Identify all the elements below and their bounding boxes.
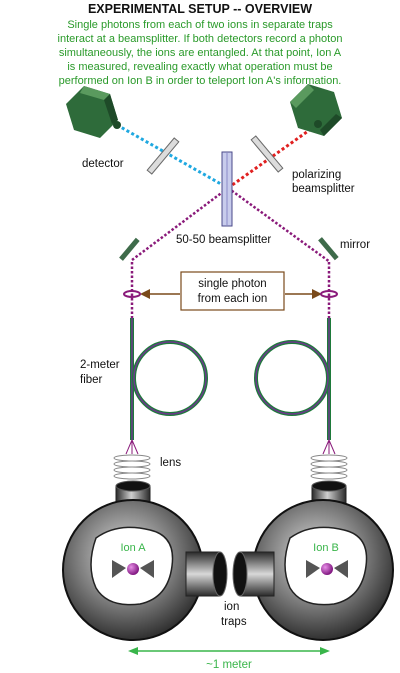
right-light-cone xyxy=(322,439,336,455)
fifty-fifty-label: 50-50 beamsplitter xyxy=(176,234,271,246)
ion-a-label: Ion A xyxy=(120,542,146,554)
left-ion-trap xyxy=(62,480,228,641)
right-detector xyxy=(290,84,342,136)
beam-to-left-detector xyxy=(116,123,229,190)
fiber-label-2: fiber xyxy=(80,374,103,386)
polarizing-label-2: beamsplitter xyxy=(292,183,355,195)
ion-traps-label-2: traps xyxy=(221,616,247,628)
right-ion-trap xyxy=(232,480,394,641)
photon-label-2: from each ion xyxy=(198,293,268,305)
caption-line: performed on Ion B in order to teleport … xyxy=(59,75,342,87)
distance-arrow xyxy=(128,647,330,655)
right-mirror xyxy=(318,237,339,261)
left-light-cone xyxy=(125,439,139,455)
ion-b-label: Ion B xyxy=(313,542,339,554)
caption-line: interact at a beamsplitter. If both dete… xyxy=(58,33,343,45)
ion-b-particle xyxy=(321,563,333,575)
beam-splitter-to-right-mirror xyxy=(227,186,331,264)
left-detector xyxy=(66,86,121,138)
left-lens-stack xyxy=(113,454,151,480)
single-photon-callout: single photon from each ion xyxy=(140,271,322,311)
polarizing-label: polarizing xyxy=(292,169,341,181)
caption-line: simultaneously, the ions are entangled. … xyxy=(59,47,342,59)
mirror-label: mirror xyxy=(340,239,370,251)
diagram-title: EXPERIMENTAL SETUP -- OVERVIEW xyxy=(88,2,312,16)
detector-label: detector xyxy=(82,158,124,170)
right-lens-stack xyxy=(310,454,348,480)
ion-traps-label: ion xyxy=(224,601,239,613)
left-mirror xyxy=(119,237,140,261)
caption-line: Single photons from each of two ions in … xyxy=(67,19,333,31)
lens-label: lens xyxy=(160,457,181,469)
right-fiber xyxy=(254,318,331,440)
left-fiber xyxy=(130,318,208,440)
beam-left-mirror-to-splitter xyxy=(131,187,229,261)
left-polarizing-beamsplitter xyxy=(146,137,180,175)
caption-line: is measured, revealing exactly what oper… xyxy=(67,61,332,73)
photon-label: single photon xyxy=(198,278,266,290)
right-polarizing-beamsplitter xyxy=(250,135,284,173)
left-photon-marker xyxy=(123,290,141,298)
fiber-label: 2-meter xyxy=(80,359,120,371)
distance-label: ~1 meter xyxy=(206,659,252,671)
ion-a-particle xyxy=(127,563,139,575)
right-photon-marker xyxy=(320,290,338,298)
